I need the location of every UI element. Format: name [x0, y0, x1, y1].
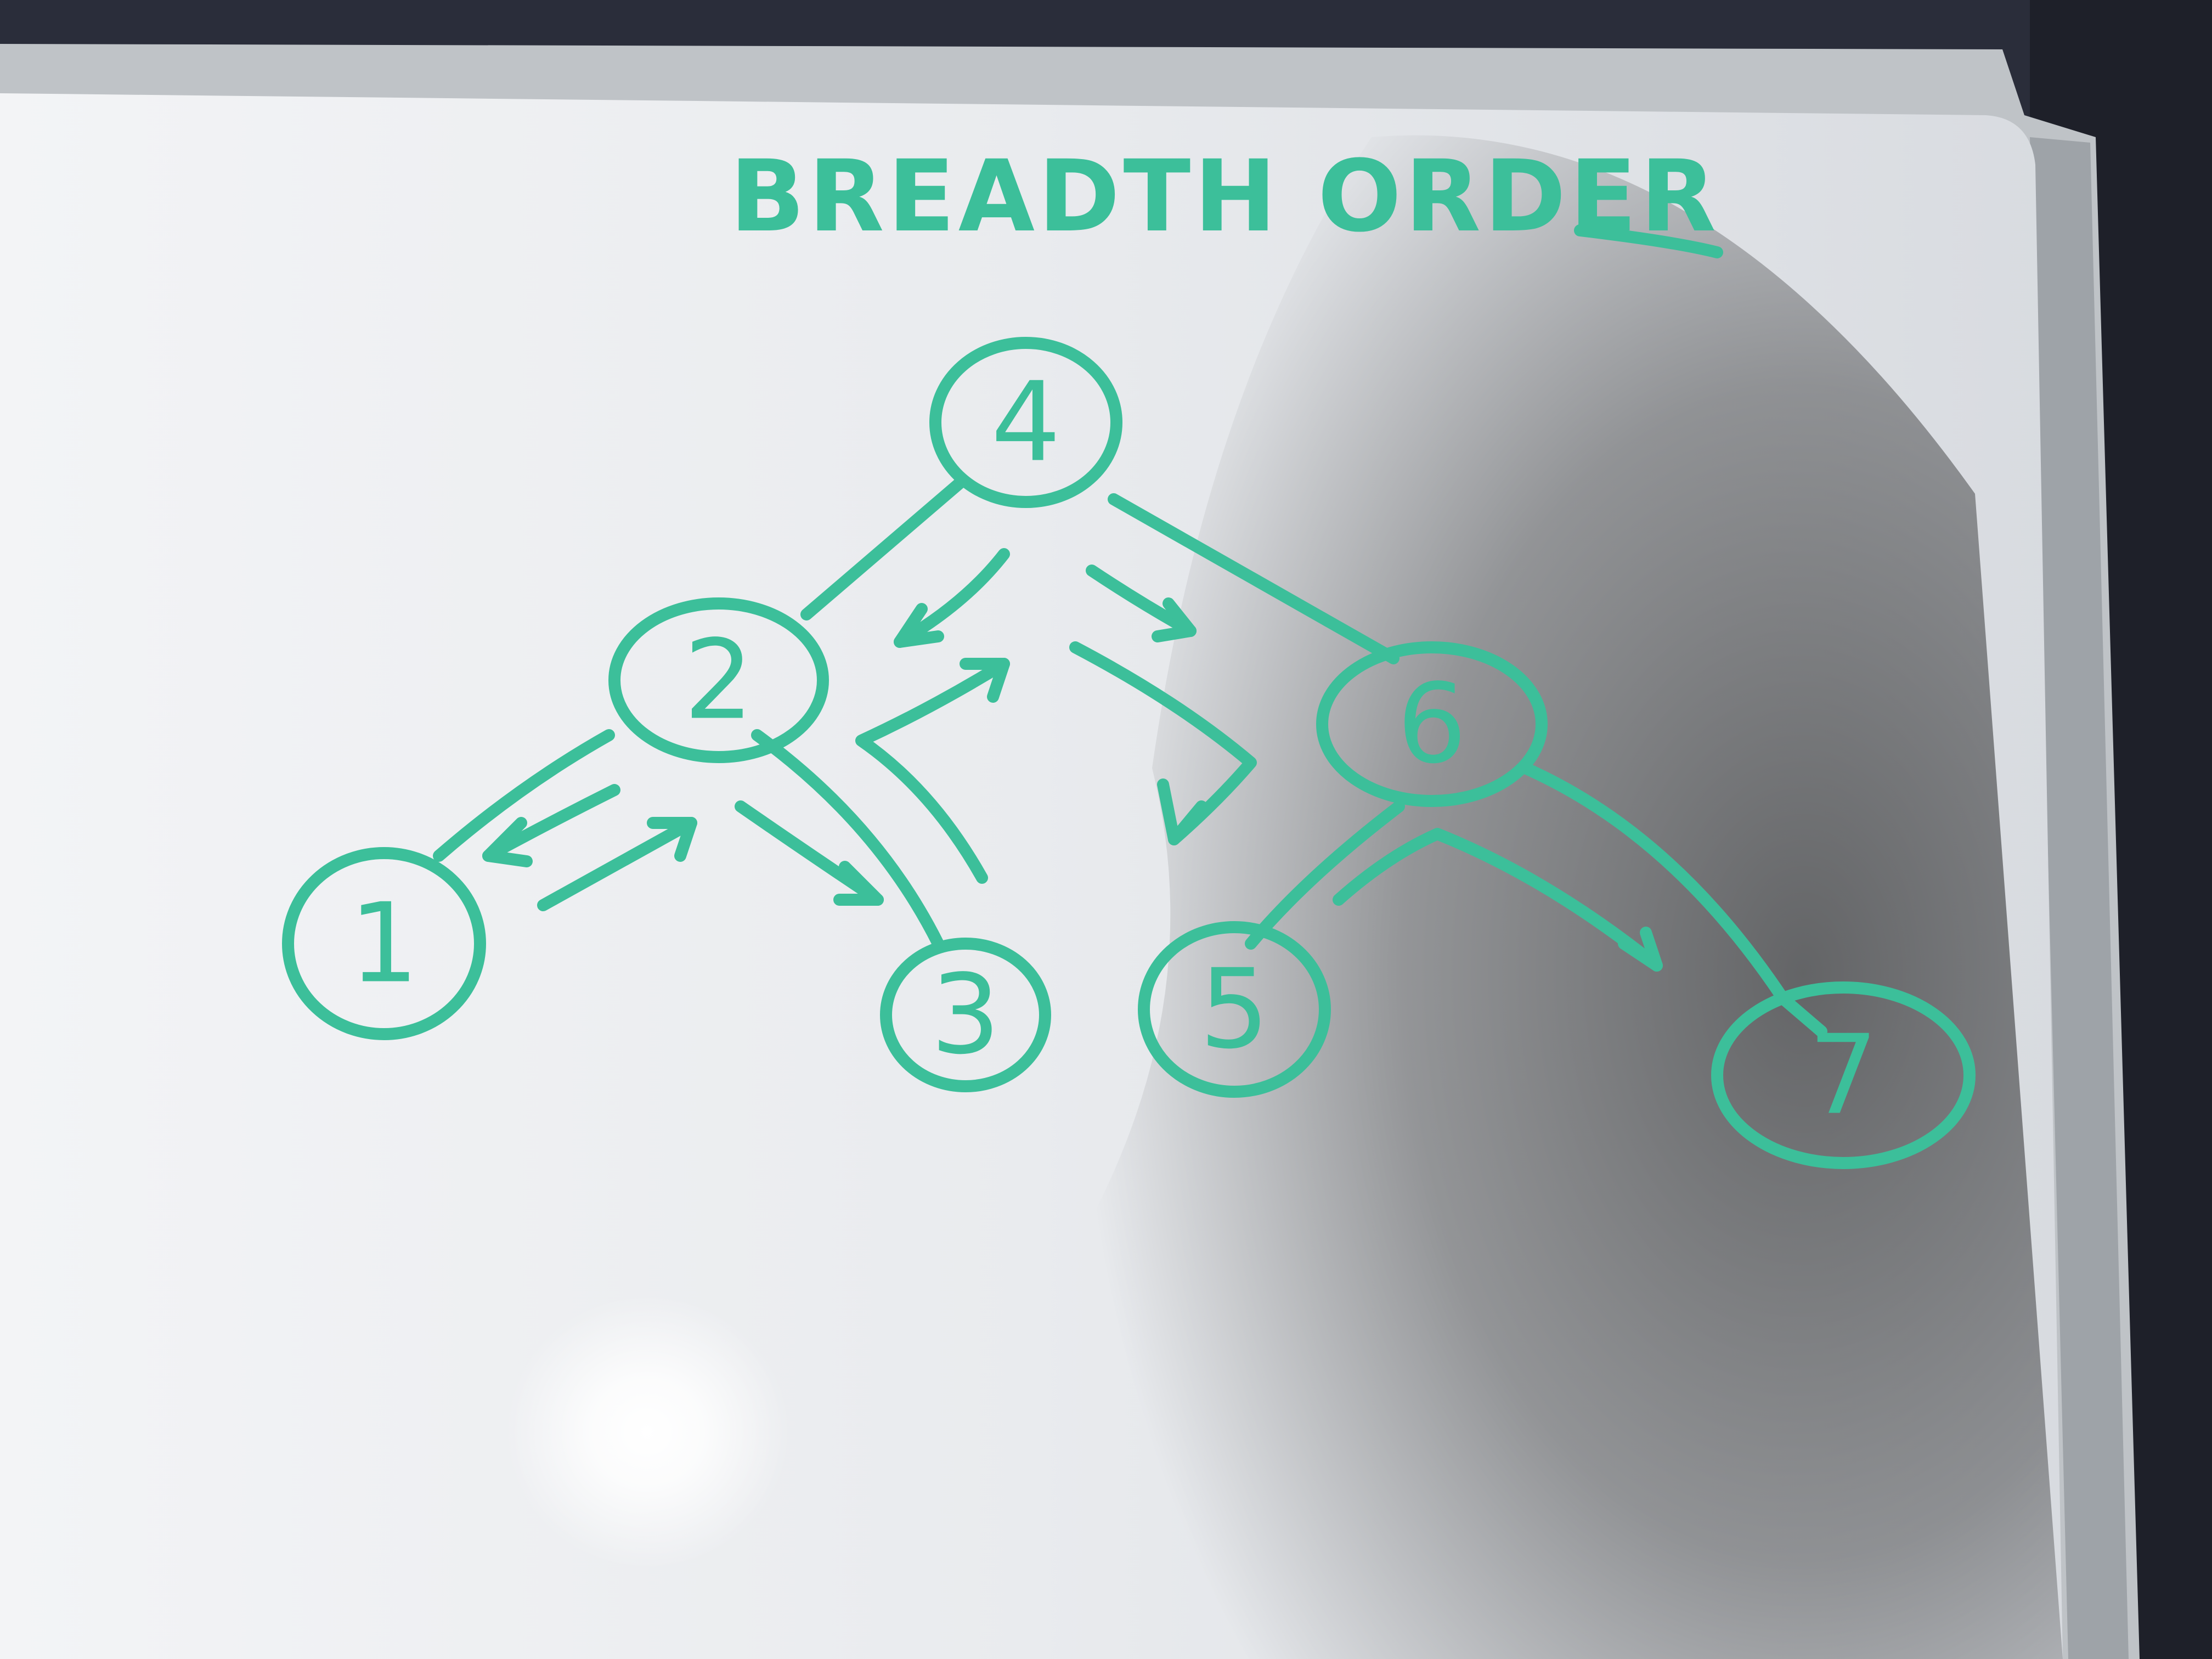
edge-6-7: [1519, 762, 1827, 1037]
edge-6-5: [1245, 800, 1405, 950]
board-frame-right-rail: [2030, 137, 2129, 1659]
node-5-circle: [1138, 921, 1331, 1098]
arrow-5-to-7-head: [1618, 927, 1663, 972]
edge-2-3: [751, 729, 944, 950]
arrow-3-to-6: [855, 658, 1010, 884]
arrow-1-to-2-head: [647, 817, 697, 862]
node-7-label: 7: [1808, 1012, 1878, 1139]
arrow-3-to-6-head: [960, 658, 1010, 703]
edge-4-6: [1108, 493, 1400, 664]
node-2-label: 2: [684, 617, 753, 744]
node-1-label: 1: [349, 880, 419, 1008]
title-underline: [1574, 224, 1723, 258]
arrow-6-to-5-head: [1157, 778, 1207, 845]
node-7-circle: [1711, 981, 1976, 1169]
edge-2-1: [433, 729, 615, 862]
photographer-shadow: [1024, 135, 2063, 1659]
light-glare: [505, 1295, 790, 1569]
node-6-circle: [1316, 641, 1548, 807]
node-4-label: 4: [991, 359, 1060, 487]
arrow-2-to-1-head: [482, 817, 533, 867]
arrow-2-to-3-head: [833, 861, 884, 906]
node-4-circle: [929, 337, 1122, 508]
node-3-label: 3: [930, 951, 1000, 1079]
node-1-circle: [282, 847, 486, 1040]
edge-4-2: [800, 477, 966, 620]
arrow-4-to-2: [894, 548, 1010, 648]
node-3-circle: [880, 938, 1051, 1092]
arrow-4-to-6-head: [1152, 597, 1197, 642]
node-2-circle: [608, 597, 829, 763]
diagram-ink: BREADTH ORDER 4 2: [282, 139, 1976, 1169]
arrow-1-to-2: [537, 817, 697, 911]
node-6-label: 6: [1397, 661, 1466, 788]
node-5-label: 5: [1199, 946, 1269, 1074]
arrow-5-to-7: [1333, 828, 1663, 972]
diagram-title: BREADTH ORDER: [730, 139, 1719, 254]
arrow-4-to-2-head: [894, 603, 944, 648]
